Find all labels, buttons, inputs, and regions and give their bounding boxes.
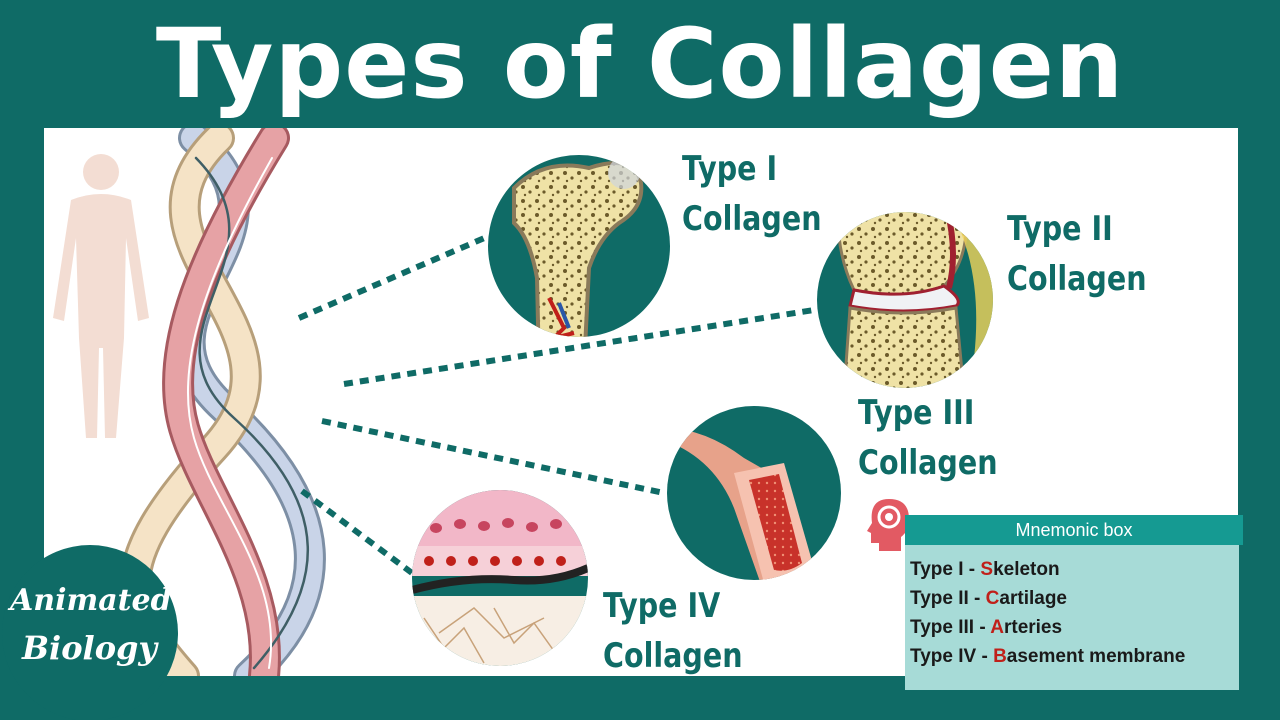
type-3-title: Type III xyxy=(858,393,975,433)
mnemonic-item: Type IV - Basement membrane xyxy=(910,646,1186,667)
human-silhouette-icon xyxy=(53,154,149,438)
type-4-title: Type IV xyxy=(603,586,721,626)
type-4-subtitle: Collagen xyxy=(603,636,743,676)
type-2-subtitle: Collagen xyxy=(1007,259,1147,299)
type-4-label: Type IV Collagen xyxy=(603,581,743,676)
type-1-label: Type I Collagen xyxy=(682,144,822,244)
type-2-label: Type II Collagen xyxy=(1007,204,1147,304)
type-2-title: Type II xyxy=(1007,209,1113,249)
bone-illustration-icon xyxy=(488,155,670,337)
type-1-title: Type I xyxy=(682,149,778,189)
animated-biology-logo: Animated Biology xyxy=(0,543,180,720)
mnemonic-item: Type I - Skeleton xyxy=(910,559,1060,580)
page-title: Types of Collagen xyxy=(155,8,1125,120)
connector-lines xyxy=(297,233,815,579)
mnemonic-item: Type II - Cartilage xyxy=(910,588,1067,609)
logo-line-1: Animated xyxy=(10,583,172,618)
collagen-diagram xyxy=(53,128,993,676)
mnemonic-item: Type III - Arteries xyxy=(910,617,1063,638)
type-3-label: Type III Collagen xyxy=(858,388,998,488)
mnemonic-box: Mnemonic box Type I - Skeleton Type II -… xyxy=(905,515,1243,690)
mnemonic-list: Type I - Skeleton Type II - Cartilage Ty… xyxy=(910,555,1185,671)
mnemonic-box-header: Mnemonic box xyxy=(905,515,1243,545)
logo-line-2: Biology xyxy=(22,629,158,667)
head-brain-icon xyxy=(867,499,909,551)
diagram-panel: Type I Collagen Type II Collagen Type II… xyxy=(44,128,1238,676)
knee-joint-illustration-icon xyxy=(817,212,993,388)
type-3-subtitle: Collagen xyxy=(858,443,998,483)
type-1-subtitle: Collagen xyxy=(682,199,822,239)
basement-membrane-illustration-icon xyxy=(412,490,588,666)
artery-illustration-icon xyxy=(667,406,841,580)
